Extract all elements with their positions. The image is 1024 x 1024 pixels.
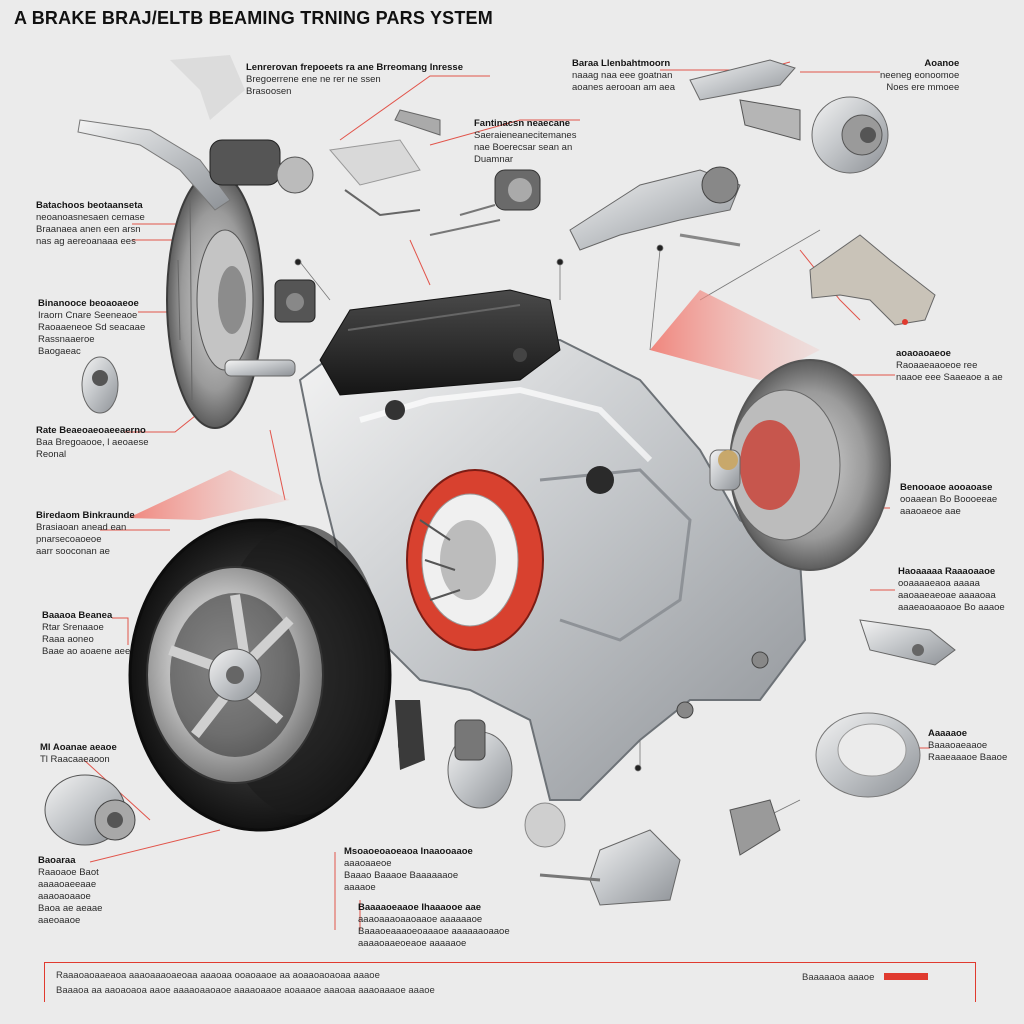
caliper-upper (209, 139, 314, 194)
bracket-lower-center (395, 700, 425, 770)
callout-bottom-center-2: Baaaaoeaaoe Ihaaaooe aae aaaoaaaoaaoaaoe… (358, 902, 510, 949)
master-cylinder-part (429, 169, 541, 236)
footer-line-2: Baaaoa aa aaoaoaoa aaoe aaaaoaaoaoe aaaa… (56, 985, 435, 996)
callout-left-3: Rate Beaeoaeoaeeaerno Baa Bregoaooe, l a… (36, 425, 149, 460)
callout-left-6: Ml Aoanae aeaoe Tl Raacaaeaoon (40, 742, 117, 765)
wheel-tire (128, 518, 392, 832)
callout-right-3: Haoaaaaa Raaaoaaoe ooaaaaeaoa aaaaa aaoa… (898, 566, 1005, 613)
cylinder-bottom (398, 719, 566, 848)
footer-rule (44, 962, 976, 963)
callout-right-1: aoaoaoaeoe Raoaaeaaoeoe ree naaoe eee Sa… (896, 348, 1003, 383)
footer-rule-right (975, 962, 976, 1002)
callout-left-1: Batachoos beotaanseta neoanoasnesaen cem… (36, 200, 145, 247)
brake-disc-right (709, 359, 891, 571)
brake-disc-upper-left (166, 171, 296, 429)
highlight-fan-right (650, 290, 820, 380)
callout-left-2: Binanooce beoaoaeoe Iraorn Cnare Seeneao… (38, 298, 146, 357)
callout-top-center: Lenrerovan frepoeets ra ane Brreomang In… (246, 62, 464, 97)
pump-bottom-left (44, 774, 136, 846)
highlight-fan-left (128, 470, 290, 520)
callout-right-4: Aaaaaoe Baaaoaeaaoe Raaeaaaoe Baaoe (928, 728, 1008, 763)
bracket-right (809, 234, 936, 326)
axle-assembly-top (569, 166, 741, 251)
callout-left-7: Baoaraa Raaoaoe Baot aaaaoaeeaae aaaoaoa… (38, 855, 103, 926)
bracket-faded (170, 55, 245, 120)
page-title: A BRAKE BRAJ/ELTB BEAMING TRNING PARS YS… (14, 8, 493, 28)
control-arm-upper (77, 119, 231, 211)
callout-upper-center: Fantinacsn neaecane Saeraieneanecitemane… (474, 118, 577, 165)
callout-left-5: Baaaoa Beanea Rtar Srenaaoe Raaa aoneo B… (42, 610, 131, 657)
engine-cover (319, 289, 561, 420)
tie-rod-top-right (689, 59, 796, 101)
footer-right: Baaaaaoa aaaoe (802, 972, 875, 983)
footer-rule-left (44, 962, 45, 1002)
bushing-left (81, 356, 119, 414)
callout-right-2: Benooaoe aooaoase ooaaean Bo Boooeeae aa… (900, 482, 998, 517)
callout-bottom-center-1: Msoaoeoaoeaoa Inaaooaaoe aaaoaaeoe Baaao… (344, 846, 473, 893)
callout-left-4: Biredaom Binkraunde Brasiaoan anead ean … (36, 510, 135, 557)
seal-ring (815, 712, 921, 798)
footer-red-bar (884, 973, 928, 980)
callout-top-right-1: Baraa Llenbahtmoorn naaag naa eee goatna… (572, 58, 675, 93)
callout-top-right-2: Aoanoe neeneg eonoomoe Noes ere mmoee (880, 58, 960, 93)
red-brake-drum (406, 469, 544, 651)
bearing-hub-top-right (739, 96, 889, 174)
link-bottom-right (859, 619, 956, 666)
caliper-bottom-right (539, 799, 781, 906)
lever-top-center (329, 109, 441, 217)
footer-line-1: Raaaoaoaaeaoa aaaoaaaoaeoaa aaaoaa ooaoa… (56, 970, 380, 981)
sensor-connector (274, 279, 316, 323)
